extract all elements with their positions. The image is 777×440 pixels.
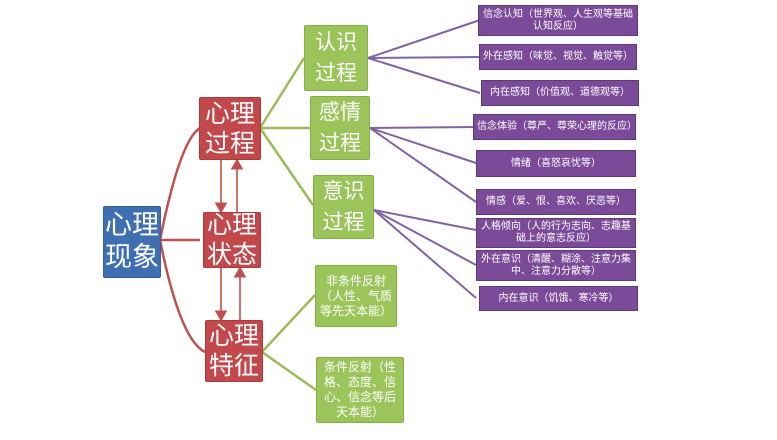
node-psych-process-label: 心理过程 bbox=[204, 98, 255, 158]
node-cognition-label: 认识过程 bbox=[315, 30, 357, 85]
connector-emotion-3 bbox=[369, 127, 477, 203]
leaf-belief-experience-label: 信念体验（尊严、尊荣心理的反应） bbox=[477, 121, 637, 132]
root-label: 心理现象 bbox=[105, 210, 159, 273]
node-psych-state: 心理状态 bbox=[203, 210, 261, 269]
leaf-internal-perception: 内在感知（价值观、道德观等） bbox=[481, 80, 639, 106]
connector-process-will bbox=[258, 127, 315, 206]
node-cognition: 认识过程 bbox=[304, 25, 368, 91]
leaf-personality-tendency: 人格倾向（人的行为志向、志趣基础上的意志反应） bbox=[476, 218, 636, 248]
leaf-affection: 情感（爱、恨、喜欢、厌恶等） bbox=[476, 189, 636, 215]
node-psych-process: 心理过程 bbox=[199, 97, 261, 160]
node-emotion-label: 感情过程 bbox=[319, 100, 361, 155]
leaf-affection-label: 情感（爱、恨、喜欢、厌恶等） bbox=[486, 196, 626, 207]
root-node: 心理现象 bbox=[103, 206, 161, 278]
leaf-external-consciousness-label: 外在意识（清醒、糊涂、注意力集中、注意力分散等） bbox=[481, 253, 631, 277]
connector-will-1 bbox=[373, 209, 477, 231]
connector-cognition-3 bbox=[367, 57, 481, 94]
leaf-internal-consciousness-label: 内在意识（饥饿、寒冷等） bbox=[498, 292, 619, 304]
leaf-external-consciousness: 外在意识（清醒、糊涂、注意力集中、注意力分散等） bbox=[476, 250, 636, 281]
leaf-internal-consciousness: 内在意识（饥饿、寒冷等） bbox=[479, 286, 638, 311]
connector-emotion-1 bbox=[369, 126, 477, 129]
node-will: 意识过程 bbox=[313, 175, 374, 239]
leaf-mood: 情绪（喜怒哀忧等） bbox=[476, 150, 636, 177]
leaf-personality-tendency-label: 人格倾向（人的行为志向、志趣基础上的意志反应） bbox=[481, 221, 631, 244]
connector-root-process bbox=[158, 126, 201, 241]
node-psych-trait: 心理特征 bbox=[205, 320, 263, 382]
leaf-external-perception-label: 外在感知（味觉、视觉、触觉等） bbox=[483, 51, 633, 62]
leaf-belief-experience: 信念体验（尊严、尊荣心理的反应） bbox=[473, 114, 637, 140]
leaf-mood-label: 情绪（喜怒哀忧等） bbox=[511, 157, 601, 169]
node-will-label: 意识过程 bbox=[322, 179, 365, 234]
leaf-external-perception: 外在感知（味觉、视觉、触觉等） bbox=[479, 44, 637, 70]
node-psych-state-label: 心理状态 bbox=[206, 210, 257, 269]
connector-trait-unconditioned bbox=[261, 294, 316, 353]
leaf-belief-cognition: 信念认知（世界观、人生观等基础认知反应） bbox=[478, 5, 638, 36]
connector-cognition-1 bbox=[367, 19, 481, 59]
connector-root-trait bbox=[158, 239, 206, 354]
node-unconditioned-reflex: 非条件反射（人性、气质等先天本能） bbox=[315, 265, 397, 327]
leaf-internal-perception-label: 内在感知（价值观、道德观等） bbox=[490, 87, 630, 98]
connector-trait-conditioned bbox=[261, 350, 317, 392]
leaf-belief-cognition-label: 信念认知（世界观、人生观等基础认知反应） bbox=[483, 8, 633, 32]
connector-process-cognition bbox=[258, 57, 306, 129]
node-emotion: 感情过程 bbox=[310, 96, 370, 160]
node-conditioned-reflex: 条件反射（性格、态度、信心、信念等后天本能） bbox=[316, 357, 404, 423]
connector-will-3 bbox=[373, 209, 477, 299]
node-conditioned-reflex-label: 条件反射（性格、态度、信心、信念等后天本能） bbox=[323, 360, 396, 419]
connector-will-2 bbox=[373, 209, 477, 266]
node-unconditioned-reflex-label: 非条件反射（人性、气质等先天本能） bbox=[319, 273, 392, 318]
node-psych-trait-label: 心理特征 bbox=[208, 321, 259, 380]
connector-cognition-2 bbox=[367, 56, 481, 59]
connector-emotion-2 bbox=[369, 127, 477, 164]
